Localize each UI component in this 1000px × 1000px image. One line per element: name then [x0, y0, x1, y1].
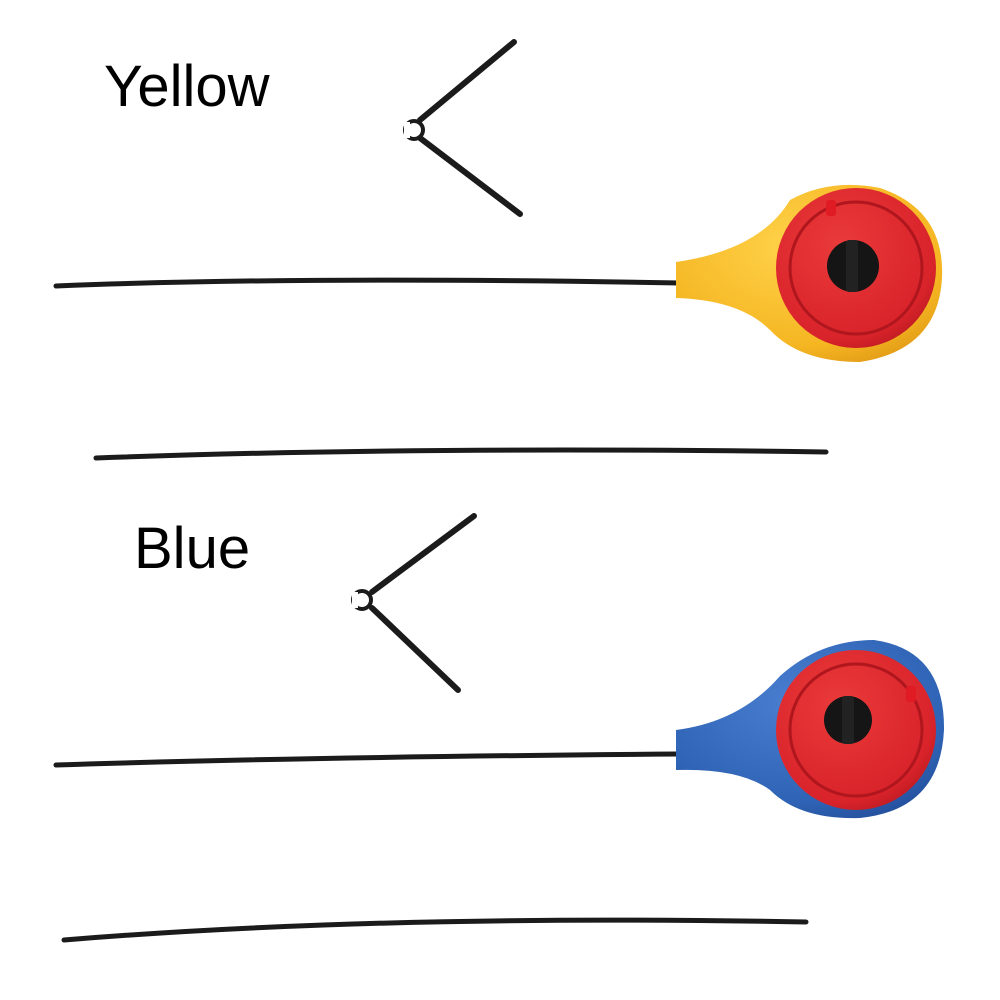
yellow-rod	[53, 184, 943, 362]
blue-spare-rod	[61, 917, 809, 943]
blue-rod	[53, 640, 945, 819]
blue-variant-label: Blue	[134, 516, 251, 581]
yellow-nod-tip	[403, 39, 523, 217]
yellow-variant-label: Yellow	[104, 54, 270, 119]
blue-nod-tip	[351, 513, 477, 693]
yellow-spare-rod	[93, 447, 829, 461]
